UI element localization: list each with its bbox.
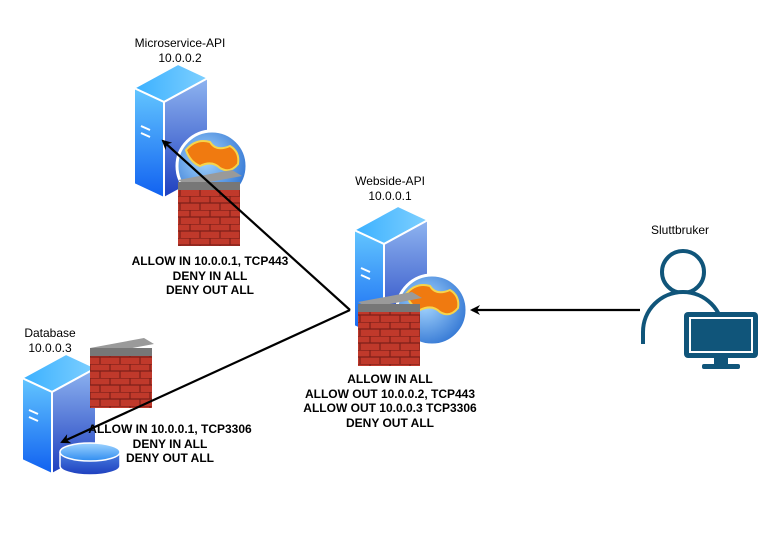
rule: DENY OUT ALL — [125, 451, 214, 465]
webside-firewall-rules: ALLOW IN ALL ALLOW OUT 10.0.0.2, TCP443 … — [290, 372, 490, 430]
rule: ALLOW IN 10.0.0.1, TCP443 — [131, 254, 289, 268]
microservice-label: Microservice-API 10.0.0.2 — [120, 36, 240, 66]
rule: ALLOW IN 10.0.0.1, TCP3306 — [88, 422, 252, 436]
rule: DENY OUT ALL — [345, 415, 434, 430]
database-firewall-icon — [90, 338, 154, 408]
rule: DENY IN ALL — [132, 436, 208, 451]
database-ip: 10.0.0.3 — [28, 341, 72, 355]
rule: DENY OUT ALL — [165, 283, 254, 297]
rule: ALLOW OUT 10.0.0.3 TCP3306 — [303, 401, 477, 415]
webside-label: Webside-API 10.0.0.1 — [330, 174, 450, 204]
database-name: Database — [24, 326, 76, 340]
arrow-webside-to-microservice — [161, 139, 351, 311]
microservice-name: Microservice-API — [134, 36, 226, 50]
database-label: Database 10.0.0.3 — [10, 326, 90, 356]
enduser-name: Sluttbruker — [650, 223, 710, 237]
database-firewall-rules: ALLOW IN 10.0.0.1, TCP3306 DENY IN ALL D… — [80, 422, 260, 466]
webside-ip: 10.0.0.1 — [368, 189, 412, 203]
webside-name: Webside-API — [355, 174, 425, 188]
microservice-ip: 10.0.0.2 — [158, 51, 202, 65]
microservice-firewall-icon — [178, 170, 242, 246]
rule: ALLOW IN ALL — [347, 372, 433, 386]
rule: ALLOW OUT 10.0.0.2, TCP443 — [304, 386, 476, 401]
enduser-monitor-icon — [684, 312, 758, 369]
rule: DENY IN ALL — [172, 268, 248, 283]
database-cylinder-icon — [59, 442, 121, 476]
webside-firewall-icon — [358, 292, 422, 366]
enduser-label: Sluttbruker — [640, 223, 720, 238]
arrow-webside-to-database — [60, 309, 351, 444]
microservice-firewall-rules: ALLOW IN 10.0.0.1, TCP443 DENY IN ALL DE… — [120, 254, 300, 298]
